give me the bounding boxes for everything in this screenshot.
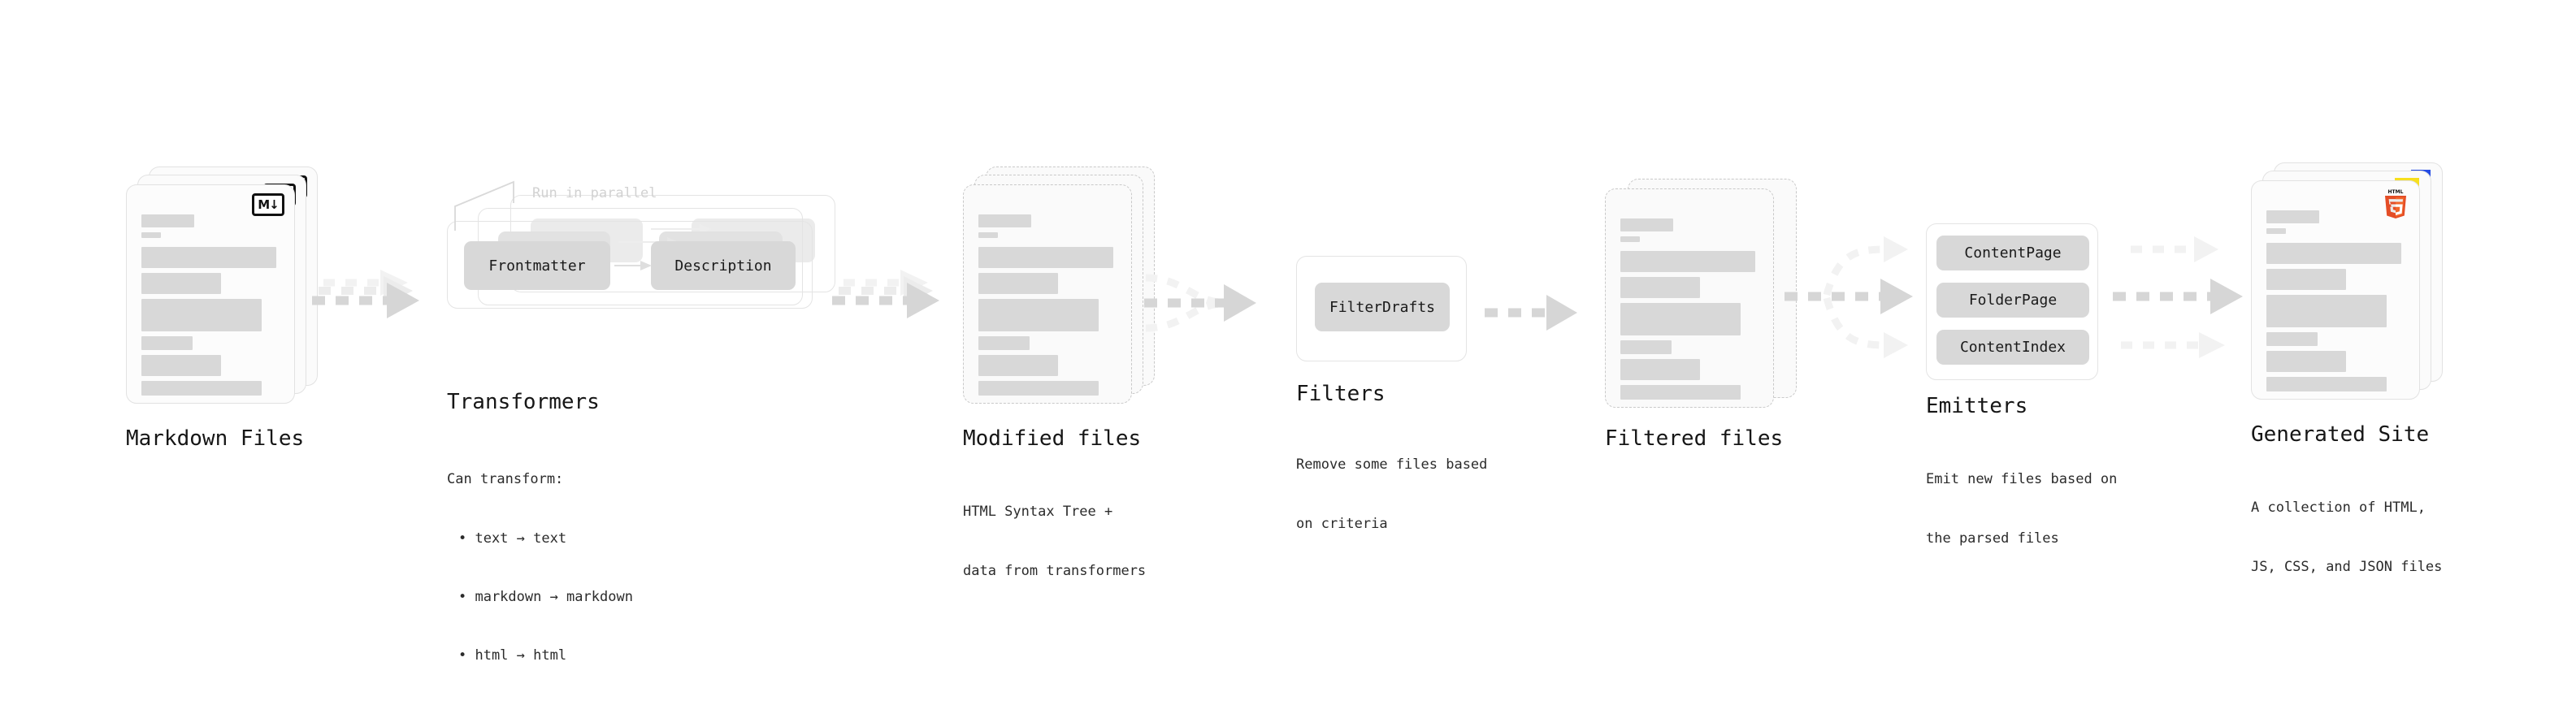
stage-modified-files — [963, 167, 1158, 410]
skeleton-line — [978, 355, 1058, 376]
modified-files-description: HTML Syntax Tree + data from transformer… — [963, 463, 1146, 620]
arrow-icon — [1485, 295, 1577, 331]
skeleton-line — [2266, 228, 2286, 234]
stage-title-transformers: Transformers — [447, 390, 600, 414]
plugin-chip-contentindex[interactable]: ContentIndex — [1936, 330, 2089, 365]
skeleton-line — [978, 381, 1099, 396]
skeleton-line — [1620, 236, 1640, 242]
desc-line: JS, CSS, and JSON files — [2251, 558, 2443, 575]
arrow-emitters-to-generated-site — [2113, 231, 2267, 386]
svg-text:HTML: HTML — [2388, 189, 2404, 195]
stage-title-filtered-files: Filtered files — [1605, 426, 1784, 451]
arrow-icon — [832, 270, 939, 318]
plugin-chip-contentpage[interactable]: ContentPage — [1936, 236, 2089, 270]
plugin-chip-description[interactable]: Description — [651, 241, 796, 290]
skeleton-line — [978, 247, 1113, 268]
skeleton-line — [978, 214, 1031, 227]
skeleton-line — [141, 273, 221, 294]
stage-transformers: Frontmatter Description — [447, 180, 837, 341]
emitters-group-box: ContentPage FolderPage ContentIndex — [1926, 223, 2098, 380]
desc-line: Remove some files based — [1296, 456, 1488, 474]
emitters-description: Emit new files based on the parsed files — [1926, 430, 2117, 587]
markdown-card-front: M↓ — [126, 184, 295, 404]
plugin-chip-folderpage[interactable]: FolderPage — [1936, 283, 2089, 318]
skeleton-line — [1620, 251, 1755, 272]
merge-arrow-icon — [1144, 274, 1256, 332]
stage-title-modified-files: Modified files — [963, 426, 1142, 451]
stage-filters: FilterDrafts — [1296, 256, 1467, 361]
desc-line: the parsed files — [1926, 530, 2059, 547]
html5-logo-icon: HTML — [2385, 189, 2406, 218]
pipeline-diagram: M↓ M↓ M↓ Markdown Files — [126, 162, 2450, 664]
skeleton-line — [2266, 332, 2318, 346]
skeleton-line — [1620, 340, 1672, 354]
skeleton-line — [1620, 359, 1700, 380]
transformer-group-front: Frontmatter Description — [447, 221, 813, 309]
skeleton-line — [2266, 351, 2346, 372]
stage-markdown-files: M↓ M↓ M↓ — [126, 167, 321, 410]
arrow-modified-files-to-filters — [1138, 260, 1284, 365]
skeleton-line — [141, 247, 276, 268]
modified-card-front — [963, 184, 1132, 404]
arrow-markdown-to-transformers — [309, 268, 431, 357]
desc-line: data from transformers — [963, 562, 1147, 579]
arrow-transformers-to-modified-files — [829, 268, 951, 357]
stage-title-generated-site: Generated Site — [2251, 422, 2430, 447]
markdown-badge-text: M↓ — [258, 197, 279, 212]
stage-filtered-files — [1605, 179, 1800, 422]
run-in-parallel-label: Run in parallel — [532, 185, 657, 201]
desc-line: A collection of HTML, — [2251, 500, 2426, 517]
html5-badge-icon: HTML — [2382, 188, 2409, 220]
arrow-icon — [312, 270, 419, 318]
stage-title-markdown-files: Markdown Files — [126, 426, 305, 451]
filtered-card-front — [1605, 188, 1774, 408]
filters-group-box: FilterDrafts — [1296, 256, 1467, 361]
skeleton-line — [2266, 377, 2387, 391]
arrow-filtered-files-to-emitters — [1780, 231, 1934, 386]
plugin-chip-filterdrafts[interactable]: FilterDrafts — [1315, 283, 1450, 331]
skeleton-line — [978, 336, 1030, 350]
markdown-file-stack: M↓ M↓ M↓ — [126, 167, 321, 410]
plugin-chip-frontmatter[interactable]: Frontmatter — [464, 241, 610, 290]
parallel-bracket-icon — [454, 180, 514, 231]
transformers-description: Can transform: • text → text • markdown … — [447, 430, 633, 705]
arrow-filters-to-filtered-files — [1483, 288, 1597, 337]
skeleton-line — [978, 299, 1099, 331]
markdown-badge-icon: M↓ — [252, 193, 284, 216]
inner-arrow-icon — [614, 261, 652, 270]
stage-title-filters: Filters — [1296, 382, 1386, 406]
skeleton-line — [2266, 210, 2319, 223]
skeleton-line — [1620, 385, 1741, 400]
fan-arrow-icon — [1785, 236, 1913, 358]
desc-line: on criteria — [1296, 515, 1388, 532]
skeleton-line — [1620, 303, 1741, 335]
stage-title-emitters: Emitters — [1926, 394, 2028, 418]
transform-heading: Can transform: — [447, 471, 564, 488]
skeleton-line — [2266, 243, 2401, 264]
skeleton-line — [141, 355, 221, 376]
filters-description: Remove some files based on criteria — [1296, 416, 1487, 573]
skeleton-line — [1620, 277, 1700, 298]
transform-bullet: • text → text — [458, 530, 567, 547]
skeleton-line — [2266, 269, 2346, 290]
stage-generated-site: CSS HTML — [2251, 162, 2450, 406]
skeleton-line — [1620, 218, 1673, 231]
skeleton-line — [978, 273, 1058, 294]
generated-card-front: HTML — [2251, 180, 2420, 400]
skeleton-line — [2266, 295, 2387, 327]
skeleton-line — [141, 232, 161, 238]
skeleton-line — [141, 381, 262, 396]
skeleton-line — [141, 336, 193, 350]
desc-line: Emit new files based on — [1926, 471, 2118, 488]
stage-emitters: ContentPage FolderPage ContentIndex — [1926, 223, 2098, 380]
skeleton-line — [141, 214, 194, 227]
generated-site-description: A collection of HTML, JS, CSS, and JSON … — [2251, 459, 2442, 616]
transform-bullet: • markdown → markdown — [458, 589, 633, 605]
skeleton-line — [141, 299, 262, 331]
transform-bullet: • html → html — [458, 647, 567, 664]
desc-line: HTML Syntax Tree + — [963, 504, 1113, 521]
arrow-icon — [2113, 236, 2243, 358]
skeleton-line — [978, 232, 998, 238]
